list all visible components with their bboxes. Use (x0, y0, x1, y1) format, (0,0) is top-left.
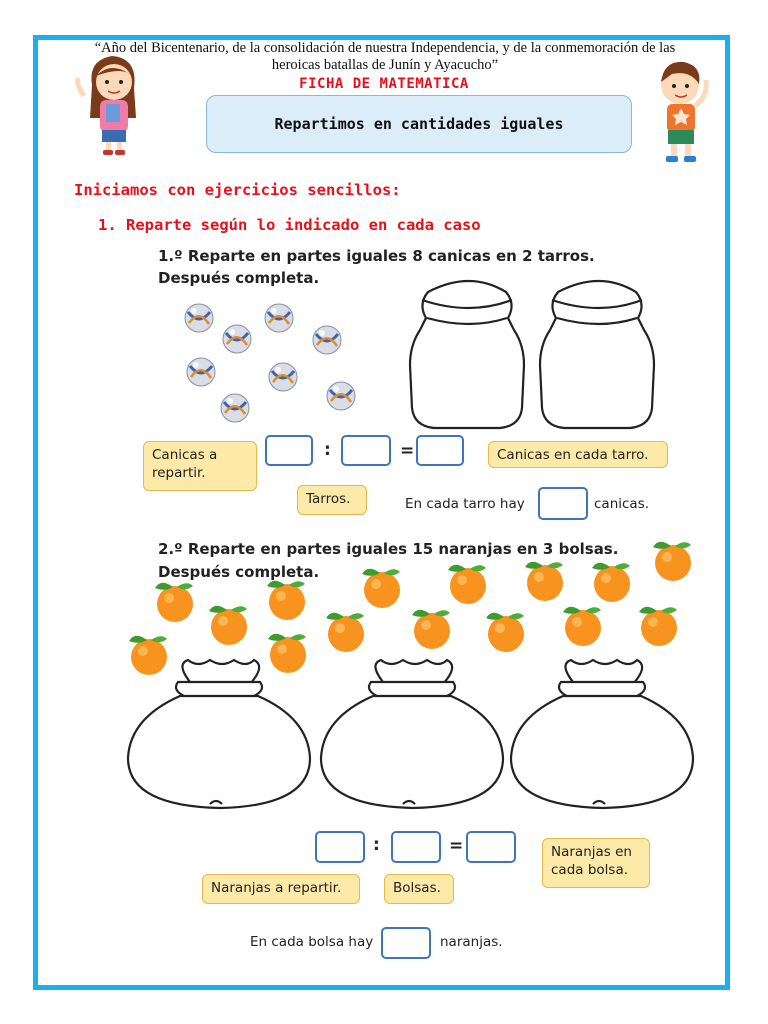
page-frame (33, 35, 730, 990)
callout-oranges-total: Naranjas a repartir. (202, 874, 360, 904)
part1-divide-sign: : (324, 440, 331, 460)
callout-bags: Bolsas. (384, 874, 454, 904)
part2-instruction-line2: Después completa. (158, 563, 320, 581)
callout-jars: Tarros. (297, 485, 367, 515)
part1-instruction-line2: Después completa. (158, 269, 320, 287)
part1-dividend-box[interactable] (265, 435, 313, 466)
part2-divide-sign: : (373, 835, 380, 855)
callout-marbles-total-line2: repartir. (152, 465, 206, 481)
part2-instruction-line1: 2.º Reparte en partes iguales 15 naranja… (158, 540, 619, 558)
worksheet-label: FICHA DE MATEMATICA (299, 76, 469, 92)
header-motto-line2: heroicas batallas de Junín y Ayacucho” (271, 57, 499, 73)
part1-instruction-line1: 1.º Reparte en partes iguales 8 canicas … (158, 247, 595, 265)
part2-dividend-box[interactable] (315, 831, 365, 863)
callout-oranges-per-bag-line2: cada bolsa. (551, 862, 629, 878)
part2-quotient-box[interactable] (466, 831, 516, 863)
part1-sentence-start: En cada tarro hay (405, 496, 525, 512)
callout-oranges-per-bag-line1: Naranjas en (551, 844, 632, 860)
callout-oranges-per-bag: Naranjas en cada bolsa. (542, 838, 650, 888)
callout-marbles-total-line1: Canicas a (152, 447, 218, 463)
part1-sentence-end: canicas. (594, 496, 650, 512)
part2-answer-box[interactable] (381, 927, 431, 959)
exercise-heading: 1. Reparte según lo indicado en cada cas… (98, 216, 481, 234)
callout-marbles-per-jar: Canicas en cada tarro. (488, 441, 668, 468)
part1-quotient-box[interactable] (416, 435, 464, 466)
part2-sentence-start: En cada bolsa hay (250, 934, 374, 950)
worksheet-title: Repartimos en cantidades iguales (206, 95, 632, 153)
header-motto-line1: “Año del Bicentenario, de la consolidaci… (94, 40, 676, 56)
part1-divisor-box[interactable] (341, 435, 391, 466)
part2-equals-sign: = (449, 836, 464, 856)
part1-answer-box[interactable] (538, 487, 588, 520)
worksheet-title-text: Repartimos en cantidades iguales (274, 115, 564, 133)
intro-heading: Iniciamos con ejercicios sencillos: (74, 181, 401, 199)
callout-marbles-total: Canicas a repartir. (143, 441, 257, 491)
part2-sentence-end: naranjas. (440, 934, 503, 950)
part2-divisor-box[interactable] (391, 831, 441, 863)
part1-equals-sign: = (400, 441, 415, 461)
